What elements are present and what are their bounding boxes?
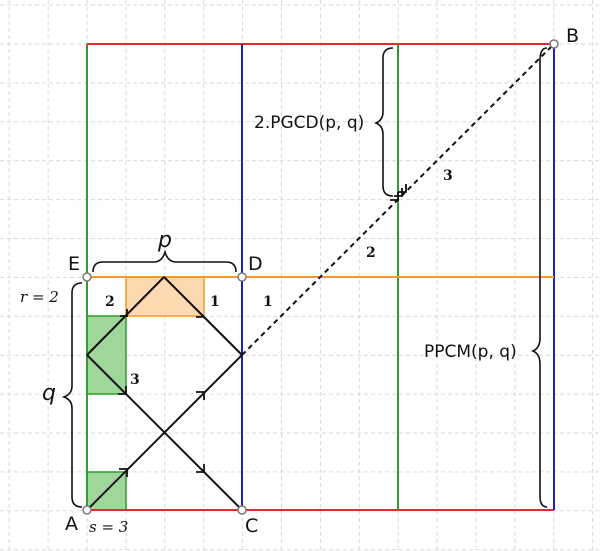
arrowhead [398, 184, 407, 193]
number-3-diagonal: 3 [443, 168, 453, 184]
arrowhead [394, 188, 403, 197]
number-2-orange: 2 [105, 294, 115, 310]
arrowhead [196, 309, 207, 318]
point-c-marker [237, 505, 247, 515]
number-2-diagonal: 2 [366, 245, 376, 261]
brace-q [61, 282, 83, 508]
label-ppcm: PPCM(p, q) [424, 342, 517, 362]
diagonal-arrowheads [390, 184, 407, 201]
point-e-marker [82, 272, 92, 282]
brace-p [92, 249, 237, 273]
point-e-label: E [68, 253, 80, 275]
point-d-marker [237, 272, 247, 282]
arrowhead [118, 386, 127, 395]
point-a-label: A [65, 513, 78, 535]
path-arrowheads [118, 309, 207, 477]
label-s: s = 3 [89, 518, 128, 536]
brace-ppcm [530, 47, 548, 508]
brace-pgcd [373, 47, 394, 197]
arrowhead [390, 192, 399, 201]
point-a-marker [82, 505, 92, 515]
orange-shaded-rect [125, 276, 205, 317]
number-1-diagonal: 1 [263, 294, 273, 310]
label-r: r = 2 [20, 288, 59, 306]
arrowhead [119, 468, 128, 477]
label-q: q [42, 381, 56, 406]
arrowhead [120, 309, 128, 317]
point-c-label: C [245, 515, 258, 537]
arrowhead [196, 391, 205, 400]
number-3-green: 3 [130, 372, 140, 388]
label-p: p [157, 228, 172, 253]
label-pgcd: 2.PGCD(p, q) [254, 113, 364, 133]
arrowhead [196, 464, 205, 473]
point-d-label: D [248, 253, 263, 275]
point-b-label: B [566, 25, 579, 47]
number-1-orange: 1 [210, 294, 220, 310]
point-b-marker [549, 39, 559, 49]
point-markers [82, 39, 559, 515]
green-shaded-rect-upper [86, 315, 127, 395]
